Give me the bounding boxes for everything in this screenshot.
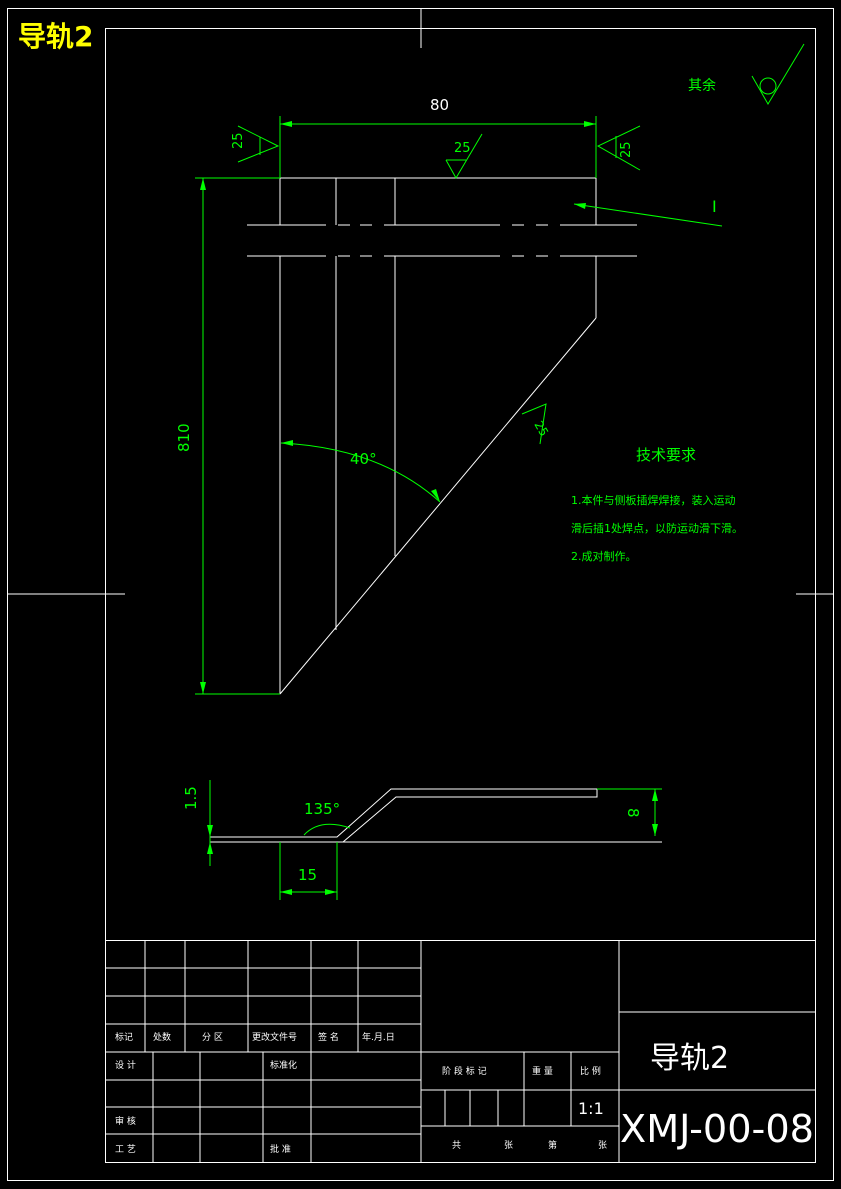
tb-design: 设 计 bbox=[115, 1059, 136, 1071]
roughness-left-label: 25 bbox=[231, 132, 246, 149]
tb-rev-file: 更改文件号 bbox=[252, 1031, 297, 1043]
tb-drawing-number: XMJ-00-08 bbox=[620, 1107, 814, 1151]
tech-line-3: 2.成对制作。 bbox=[571, 549, 637, 563]
tb-rev-date: 年.月.日 bbox=[362, 1031, 395, 1043]
tech-heading: 技术要求 bbox=[636, 446, 696, 464]
tb-review: 审 核 bbox=[115, 1115, 136, 1127]
tb-weight: 重 量 bbox=[532, 1065, 553, 1077]
roughness-other-label: 其余 bbox=[688, 77, 716, 94]
tb-rev-mark: 标记 bbox=[115, 1031, 133, 1043]
tb-sheet-total: 共 bbox=[452, 1140, 461, 1151]
dim-angle-label: 40° bbox=[350, 450, 377, 468]
dim-bend-height-label: 8 bbox=[624, 808, 642, 818]
roughness-slope-label: 25 bbox=[531, 419, 551, 439]
roughness-other-symbol bbox=[751, 43, 805, 105]
tb-stage-mark: 阶 段 标 记 bbox=[442, 1065, 487, 1077]
tb-rev-sign: 签 名 bbox=[318, 1031, 339, 1043]
roughness-right-label: 25 bbox=[619, 141, 634, 158]
tb-rev-zone: 分 区 bbox=[202, 1032, 223, 1043]
tb-process: 工 艺 bbox=[115, 1144, 136, 1155]
dim-angle-arc bbox=[280, 442, 441, 503]
inner-frame bbox=[105, 28, 816, 1163]
roughness-slope-symbol bbox=[521, 403, 547, 445]
section-label: I bbox=[712, 197, 717, 216]
tb-scale: 1:1 bbox=[578, 1099, 604, 1118]
dim-bend-angle-label: 135° bbox=[304, 800, 340, 818]
tb-scale-label: 比 例 bbox=[580, 1065, 601, 1077]
tb-rev-count: 处数 bbox=[153, 1031, 171, 1043]
tb-approve: 批 准 bbox=[270, 1143, 291, 1155]
tb-part-name: 导轨2 bbox=[650, 1041, 729, 1076]
tb-sheet-no-unit: 张 bbox=[598, 1140, 607, 1151]
roughness-top-symbol bbox=[445, 133, 483, 180]
page-title: 导轨2 bbox=[18, 20, 93, 53]
tech-line-1: 1.本件与侧板插焊焊接，装入运动 bbox=[571, 493, 736, 507]
dim-height-label: 810 bbox=[175, 423, 193, 452]
part-section-view bbox=[207, 780, 662, 900]
dim-top-width bbox=[279, 116, 597, 178]
dim-height bbox=[195, 177, 280, 695]
part-front-view bbox=[247, 177, 637, 695]
roughness-left-symbol bbox=[237, 125, 280, 163]
dim-thickness-label: 1.5 bbox=[182, 786, 200, 810]
tb-sheet-unit: 张 bbox=[504, 1140, 513, 1151]
title-block bbox=[105, 940, 816, 1163]
section-leader bbox=[573, 203, 723, 227]
tech-line-2: 滑后插1处焊点，以防运动滑下滑。 bbox=[571, 521, 743, 535]
tb-sheet-no: 第 bbox=[548, 1139, 557, 1151]
dim-top-width-label: 80 bbox=[430, 96, 449, 114]
roughness-top-label: 25 bbox=[454, 141, 471, 156]
tb-standardize: 标准化 bbox=[270, 1059, 297, 1071]
roughness-right-symbol bbox=[596, 125, 641, 171]
dim-flange-width-label: 15 bbox=[298, 866, 317, 884]
